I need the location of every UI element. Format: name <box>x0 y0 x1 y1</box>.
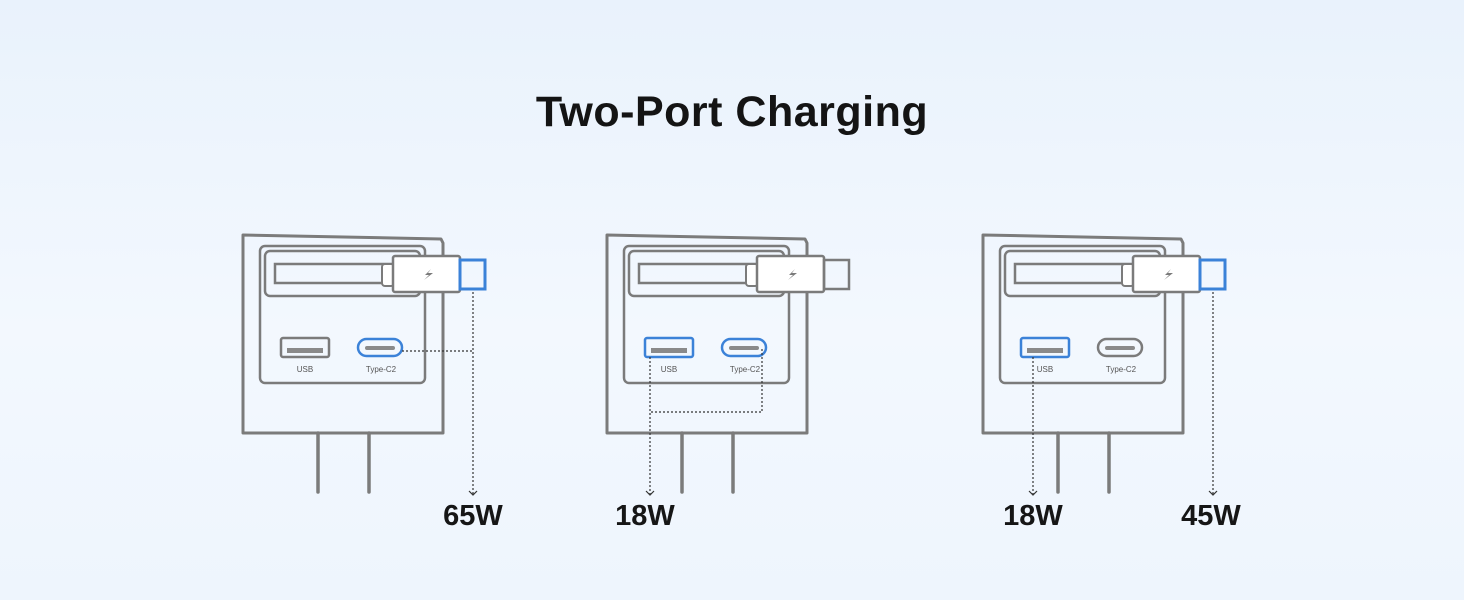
output-wattage: 18W <box>615 500 675 532</box>
charger-body <box>605 233 809 435</box>
output-connector <box>402 292 478 496</box>
charger-1: USB Type-C2 <box>241 233 487 496</box>
cable-slot-inner <box>273 262 395 285</box>
usb-port-label: USB <box>1037 365 1053 374</box>
usb-port-label: USB <box>297 365 313 374</box>
type-c-port-label: Type-C2 <box>730 365 761 374</box>
lightning-bolt-icon <box>1164 269 1173 280</box>
output-connector <box>1028 292 1218 496</box>
usb-a-port <box>1019 336 1071 359</box>
type-c-port <box>720 337 768 358</box>
front-panel <box>622 244 791 385</box>
charger-body <box>981 233 1185 435</box>
cable-tip <box>1198 258 1227 291</box>
lightning-bolt-icon <box>788 269 797 280</box>
output-wattage: 18W <box>1003 500 1063 532</box>
output-wattage: 65W <box>443 500 503 532</box>
cable-tip <box>822 258 851 291</box>
type-c-port <box>1096 337 1144 358</box>
cable-slot-inner <box>1013 262 1135 285</box>
usb-a-port <box>643 336 695 359</box>
type-c-port-label: Type-C2 <box>1106 365 1137 374</box>
lightning-bolt-icon <box>424 269 433 280</box>
type-c-port-label: Type-C2 <box>366 365 397 374</box>
charger-2: USB Type-C2 <box>605 233 851 496</box>
front-panel <box>998 244 1167 385</box>
usb-port-label: USB <box>661 365 677 374</box>
cable-tip <box>458 258 487 291</box>
charger-3: USB Type-C2 <box>981 233 1227 496</box>
page-title: Two-Port Charging <box>535 88 929 136</box>
usb-a-port <box>279 336 331 359</box>
front-panel <box>258 244 427 385</box>
output-wattage: 45W <box>1181 500 1241 532</box>
cable-slot-inner <box>637 262 759 285</box>
output-connector <box>645 349 763 496</box>
charger-body <box>241 233 445 435</box>
type-c-port <box>356 337 404 358</box>
